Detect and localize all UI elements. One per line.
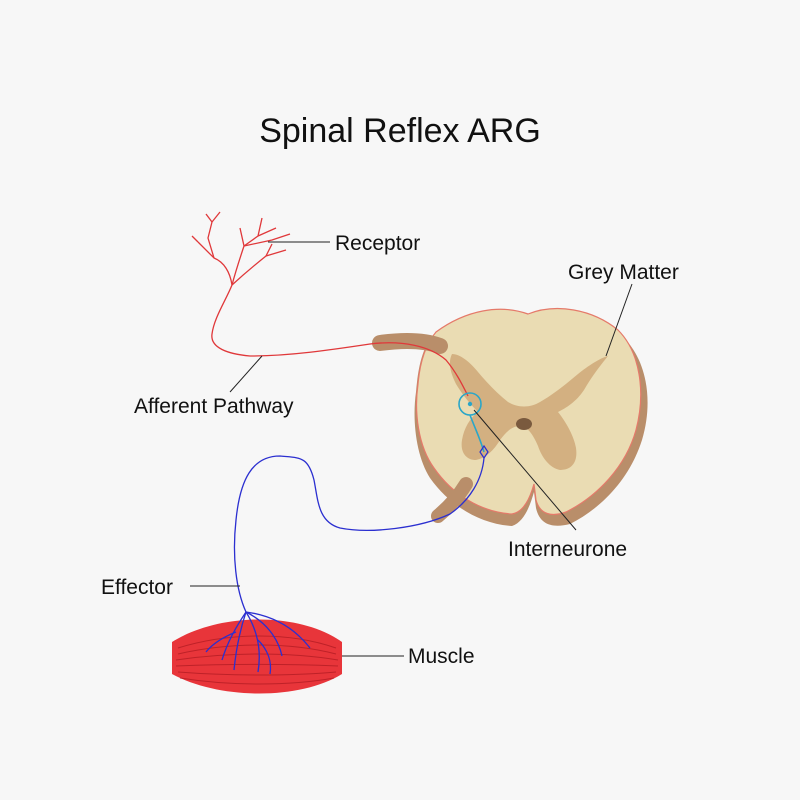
label-effector: Effector	[101, 576, 173, 599]
leader-lines	[190, 241, 633, 657]
central-canal	[516, 418, 532, 430]
motor-end-branches	[205, 611, 311, 675]
label-afferent-pathway: Afferent Pathway	[134, 395, 294, 418]
label-grey-matter: Grey Matter	[568, 261, 679, 284]
interneurone	[458, 392, 489, 460]
muscle-body	[172, 619, 342, 694]
label-muscle: Muscle	[408, 645, 475, 668]
grey-matter	[449, 354, 608, 470]
spinal-cord	[414, 308, 648, 526]
label-receptor: Receptor	[335, 232, 420, 255]
afferent-leader	[229, 355, 263, 393]
receptor-dendrites	[191, 211, 291, 286]
ventral-root	[431, 477, 473, 523]
afferent-nerve	[211, 284, 469, 397]
interneurone-leader	[473, 409, 577, 531]
page-title: Spinal Reflex ARG	[259, 112, 541, 150]
efferent-nerve	[233, 455, 485, 613]
grey-matter-leader	[605, 283, 633, 357]
dorsal-root	[372, 333, 448, 354]
label-interneurone: Interneurone	[508, 538, 627, 561]
muscle	[172, 611, 342, 694]
